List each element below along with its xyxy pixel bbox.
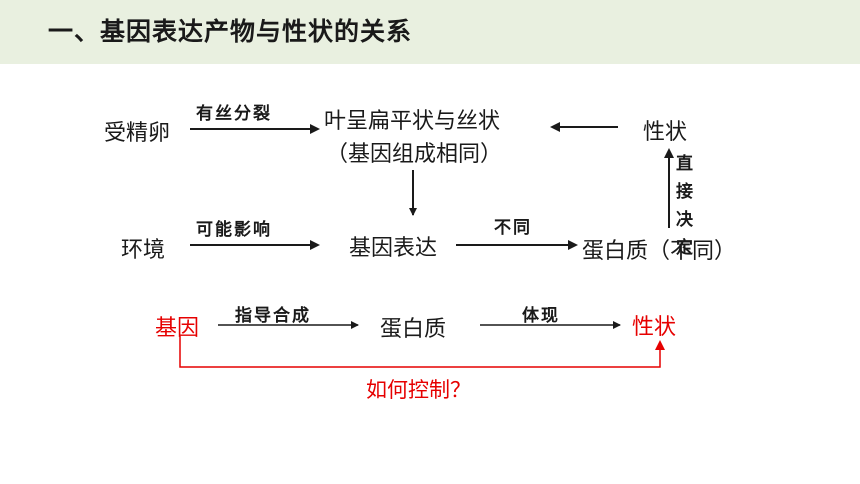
node-gene-expression: 基因表达 — [349, 236, 438, 261]
node-fertilized-egg: 受精卵 — [104, 121, 171, 146]
label-guide-synthesis: 指导合成 — [235, 306, 311, 326]
red-control-bracket — [179, 336, 665, 368]
node-trait-top: 性状 — [643, 120, 688, 145]
label-manifest: 体现 — [522, 306, 560, 326]
label-may-influence: 可能影响 — [196, 220, 272, 240]
page-title: 一、基因表达产物与性状的关系 — [48, 17, 413, 46]
node-environment: 环境 — [121, 238, 166, 263]
node-gene: 基因 — [155, 316, 200, 341]
node-trait: 性状 — [632, 315, 677, 340]
label-direct-determine: 直接决定 — [676, 154, 693, 258]
node-protein-different: 蛋白质（不同） — [582, 239, 737, 264]
node-leaf-shapes: 叶呈扁平状与丝状 — [324, 109, 501, 134]
label-mitosis: 有丝分裂 — [196, 104, 272, 124]
node-same-genes: （基因组成相同） — [326, 142, 503, 167]
label-different: 不同 — [494, 218, 532, 238]
node-protein: 蛋白质 — [380, 317, 447, 342]
question-text: 如何控制？ — [366, 378, 471, 402]
header-bar: 一、基因表达产物与性状的关系 — [0, 0, 860, 64]
